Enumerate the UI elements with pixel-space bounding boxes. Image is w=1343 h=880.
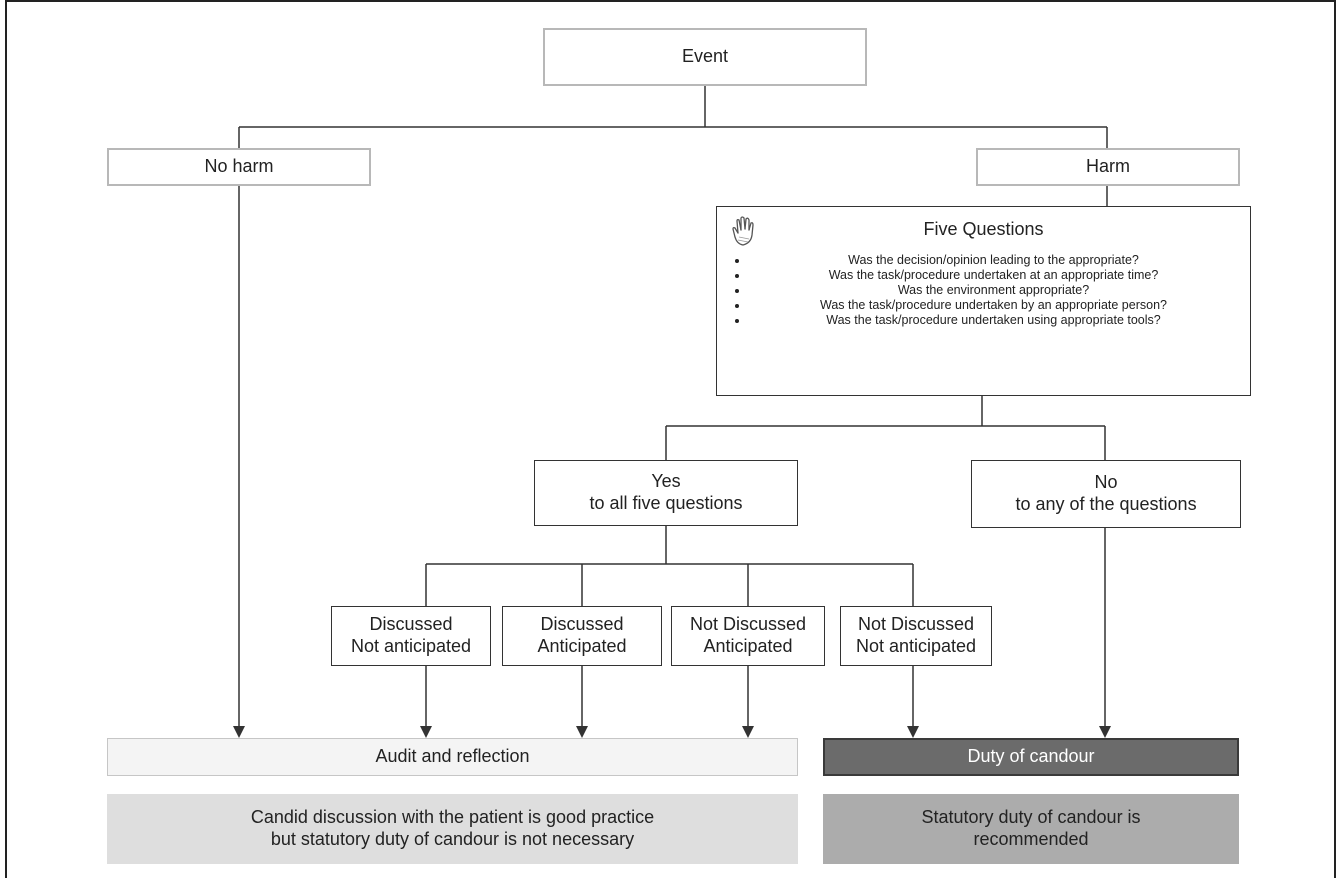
- outcome-line1: Not Discussed: [857, 614, 975, 635]
- candid-discussion-note: Candid discussion with the patient is go…: [107, 794, 798, 864]
- yes-all-box: Yes to all five questions: [534, 460, 798, 526]
- no-any-line1: No: [1094, 472, 1118, 493]
- event-box: Event: [543, 28, 867, 86]
- outcome-line2: Anticipated: [537, 636, 627, 656]
- event-label: Event: [681, 46, 729, 67]
- outcome-line2: Not anticipated: [855, 636, 977, 656]
- outcome-line1: Discussed: [369, 614, 453, 635]
- question-item: Was the environment appropriate?: [749, 283, 1238, 298]
- yes-all-line2: to all five questions: [589, 493, 743, 513]
- outcome-box-not-discussed-anticipated: Not Discussed Anticipated: [671, 606, 825, 666]
- yes-all-line1: Yes: [651, 471, 681, 492]
- no-any-box: No to any of the questions: [971, 460, 1241, 528]
- question-item: Was the task/procedure undertaken using …: [749, 313, 1238, 328]
- five-questions-header: Five Questions: [729, 216, 1238, 247]
- five-questions-title: Five Questions: [923, 219, 1044, 239]
- duty-of-candour-box: Duty of candour: [823, 738, 1239, 776]
- candid-note-line1: Candid discussion with the patient is go…: [250, 807, 655, 828]
- harm-box: Harm: [976, 148, 1240, 186]
- candid-note-line2: but statutory duty of candour is not nec…: [270, 829, 635, 849]
- outcome-box-discussed-anticipated: Discussed Anticipated: [502, 606, 662, 666]
- duty-of-candour-label: Duty of candour: [967, 746, 1095, 767]
- hand-icon: [732, 216, 754, 246]
- outcome-box-not-discussed-not-anticipated: Not Discussed Not anticipated: [840, 606, 992, 666]
- outcome-box-discussed-not-anticipated: Discussed Not anticipated: [331, 606, 491, 666]
- question-list: Was the decision/opinion leading to the …: [729, 253, 1238, 328]
- outcome-line2: Not anticipated: [350, 636, 472, 656]
- harm-label: Harm: [1086, 156, 1130, 177]
- five-questions-box: Five Questions Was the decision/opinion …: [716, 206, 1251, 396]
- audit-reflection-box: Audit and reflection: [107, 738, 798, 776]
- statutory-note-line1: Statutory duty of candour is: [921, 807, 1141, 828]
- outcome-line1: Not Discussed: [689, 614, 807, 635]
- question-item: Was the task/procedure undertaken at an …: [749, 268, 1238, 283]
- no-harm-box: No harm: [107, 148, 371, 186]
- statutory-duty-note: Statutory duty of candour is recommended: [823, 794, 1239, 864]
- statutory-note-line2: recommended: [973, 829, 1089, 849]
- question-item: Was the task/procedure undertaken by an …: [749, 298, 1238, 313]
- outcome-line1: Discussed: [540, 614, 624, 635]
- outcome-line2: Anticipated: [703, 636, 793, 656]
- audit-reflection-label: Audit and reflection: [375, 746, 530, 767]
- question-item: Was the decision/opinion leading to the …: [749, 253, 1238, 268]
- diagram-frame: [5, 0, 1336, 878]
- no-any-line2: to any of the questions: [1015, 494, 1197, 514]
- no-harm-label: No harm: [204, 156, 274, 177]
